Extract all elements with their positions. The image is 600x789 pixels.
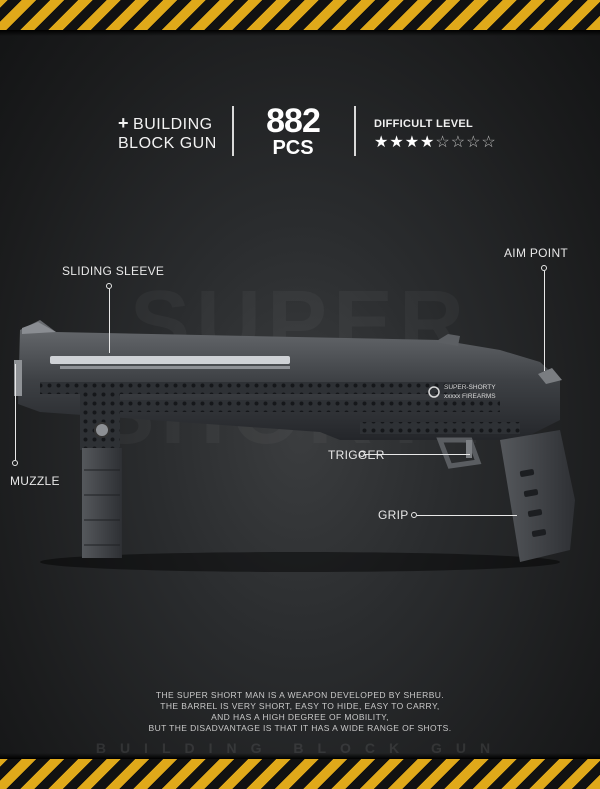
- badge-line-1: SUPER-SHORTY: [444, 384, 496, 391]
- hazard-stripe-bottom: [0, 759, 600, 789]
- callout-dot-trigger: [359, 451, 365, 457]
- plus-icon: +: [118, 113, 130, 133]
- technic-beam-2: [80, 400, 500, 412]
- technic-beam-3: [360, 422, 520, 434]
- badge-line-2: xxxxx FIREARMS: [444, 393, 496, 400]
- aim-point-block: [538, 368, 562, 384]
- callout-line-muzzle: [14, 364, 16, 460]
- star-empty-icon: ☆: [466, 134, 482, 151]
- footer-watermark: BUILDING BLOCK GUN: [95, 740, 505, 756]
- title-line-1: BUILDING: [133, 116, 213, 133]
- callout-line-grip: [417, 514, 517, 516]
- product-title: +BUILDING BLOCK GUN: [118, 114, 217, 153]
- divider-1: [232, 106, 234, 156]
- difficulty-level: DIFFICULT LEVEL ★★★★☆☆☆☆: [374, 118, 497, 152]
- spec-header: +BUILDING BLOCK GUN 882 PCS DIFFICULT LE…: [0, 100, 600, 160]
- piece-count: 882 PCS: [260, 104, 326, 158]
- fore-grip: [82, 448, 122, 558]
- difficulty-stars: ★★★★☆☆☆☆: [374, 132, 497, 152]
- sliding-sleeve: [80, 390, 120, 450]
- description: THE SUPER SHORT MAN IS A WEAPON DEVELOPE…: [0, 690, 600, 734]
- muzzle-tip: [14, 360, 22, 396]
- difficulty-label: DIFFICULT LEVEL: [374, 118, 474, 130]
- label-muzzle: MUZZLE: [10, 474, 60, 488]
- gear-knob: [94, 422, 110, 438]
- barrel-chrome: [50, 356, 290, 364]
- star-empty-icon: ☆: [450, 134, 467, 151]
- callout-dot-aim-point: [541, 265, 547, 271]
- callout-line-aim-point: [543, 271, 545, 371]
- description-line-2: THE BARREL IS VERY SHORT, EASY TO HIDE, …: [160, 701, 440, 711]
- callout-line-trigger: [365, 453, 470, 455]
- callout-line-sliding-sleeve: [108, 289, 110, 353]
- rear-sight: [435, 334, 460, 346]
- description-line-1: THE SUPER SHORT MAN IS A WEAPON DEVELOPE…: [155, 690, 445, 700]
- front-sight: [22, 322, 56, 334]
- star-filled-icon: ★: [374, 134, 390, 151]
- description-line-3: AND HAS A HIGH DEGREE OF MOBILITY,: [211, 712, 389, 722]
- label-trigger: TRIGGER: [328, 448, 385, 462]
- label-sliding-sleeve: SLIDING SLEEVE: [62, 264, 165, 278]
- star-filled-icon: ★: [389, 134, 405, 151]
- divider-2: [354, 106, 356, 156]
- callout-dot-sliding-sleeve: [106, 283, 112, 289]
- star-filled-icon: ★: [420, 134, 436, 151]
- trigger-guard: [436, 437, 482, 469]
- star-empty-icon: ☆: [481, 134, 497, 151]
- description-line-4: BUT THE DISADVANTAGE IS THAT IT HAS A WI…: [148, 723, 452, 733]
- gun-illustration: SUPER-SHORTY xxxxx FIREARMS: [14, 320, 575, 572]
- technic-beam-1: [40, 382, 470, 394]
- piece-count-number: 882: [266, 102, 321, 140]
- piece-count-unit: PCS: [272, 137, 314, 159]
- label-aim-point: AIM POINT: [504, 246, 569, 260]
- callout-dot-grip: [411, 512, 417, 518]
- star-filled-icon: ★: [404, 134, 421, 151]
- title-line-2: BLOCK GUN: [118, 135, 217, 152]
- callout-dot-muzzle: [12, 460, 18, 466]
- hazard-stripe-top: [0, 0, 600, 36]
- star-empty-icon: ☆: [435, 134, 451, 151]
- trigger: [466, 440, 472, 458]
- label-grip: GRIP: [378, 508, 409, 522]
- pistol-grip: [500, 430, 575, 562]
- badge-icon: [428, 386, 440, 398]
